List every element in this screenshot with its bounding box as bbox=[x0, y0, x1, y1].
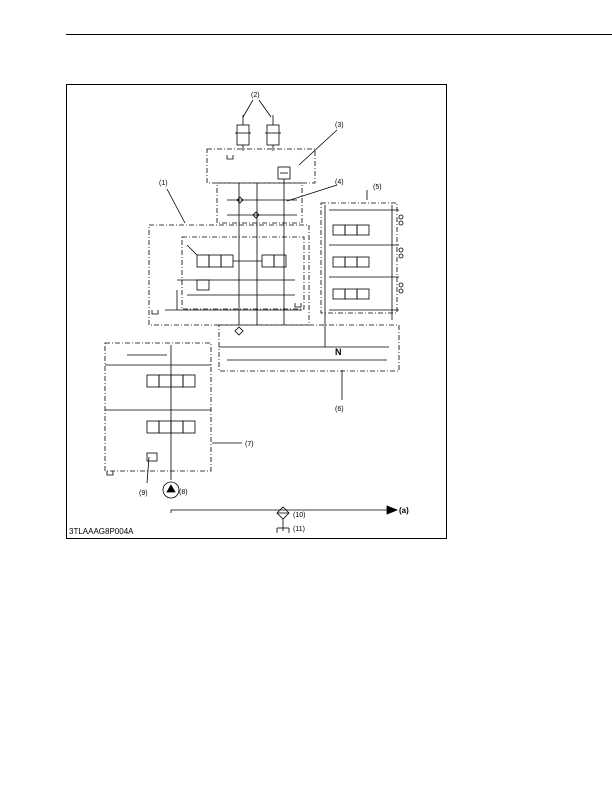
filter-10 bbox=[276, 506, 290, 533]
outlet-label: (a) bbox=[399, 506, 409, 515]
callout-6: (6) bbox=[335, 406, 344, 413]
hydraulic-circuit-figure: (2) (3) (4) (5) (1) (6) (7) (8) (9) (10)… bbox=[66, 84, 447, 539]
callout-3: (3) bbox=[335, 122, 344, 129]
hydraulic-schematic: (2) (3) (4) (5) (1) (6) (7) (8) (9) (10)… bbox=[104, 92, 409, 533]
callout-4: (4) bbox=[335, 179, 344, 186]
control-valve-1 bbox=[165, 244, 302, 311]
valve-block-7 bbox=[105, 345, 211, 480]
tank-symbols bbox=[106, 155, 302, 476]
callout-5: (5) bbox=[373, 184, 382, 191]
callout-2: (2) bbox=[251, 92, 260, 99]
figure-code: 3TLAAAG8P004A bbox=[69, 527, 134, 536]
header-rule bbox=[66, 34, 612, 35]
main-lines bbox=[219, 183, 389, 361]
callout-11: (11) bbox=[293, 526, 305, 533]
callout-8: (8) bbox=[179, 489, 188, 496]
lift-cylinders bbox=[235, 115, 281, 151]
callout-9: (9) bbox=[139, 490, 148, 497]
pump-8 bbox=[162, 481, 180, 499]
callout-arrows bbox=[146, 99, 399, 515]
relief-valve-3 bbox=[277, 166, 291, 203]
callout-labels: (2) (3) (4) (5) (1) (6) (7) (8) (9) (10)… bbox=[139, 92, 409, 533]
callout-7: (7) bbox=[245, 441, 254, 448]
callout-1: (1) bbox=[159, 180, 168, 187]
dash-dot-boundaries bbox=[104, 148, 400, 472]
callout-10: (10) bbox=[293, 512, 305, 519]
neutral-mark: N bbox=[335, 347, 342, 357]
valve-bank-5 bbox=[324, 205, 404, 347]
